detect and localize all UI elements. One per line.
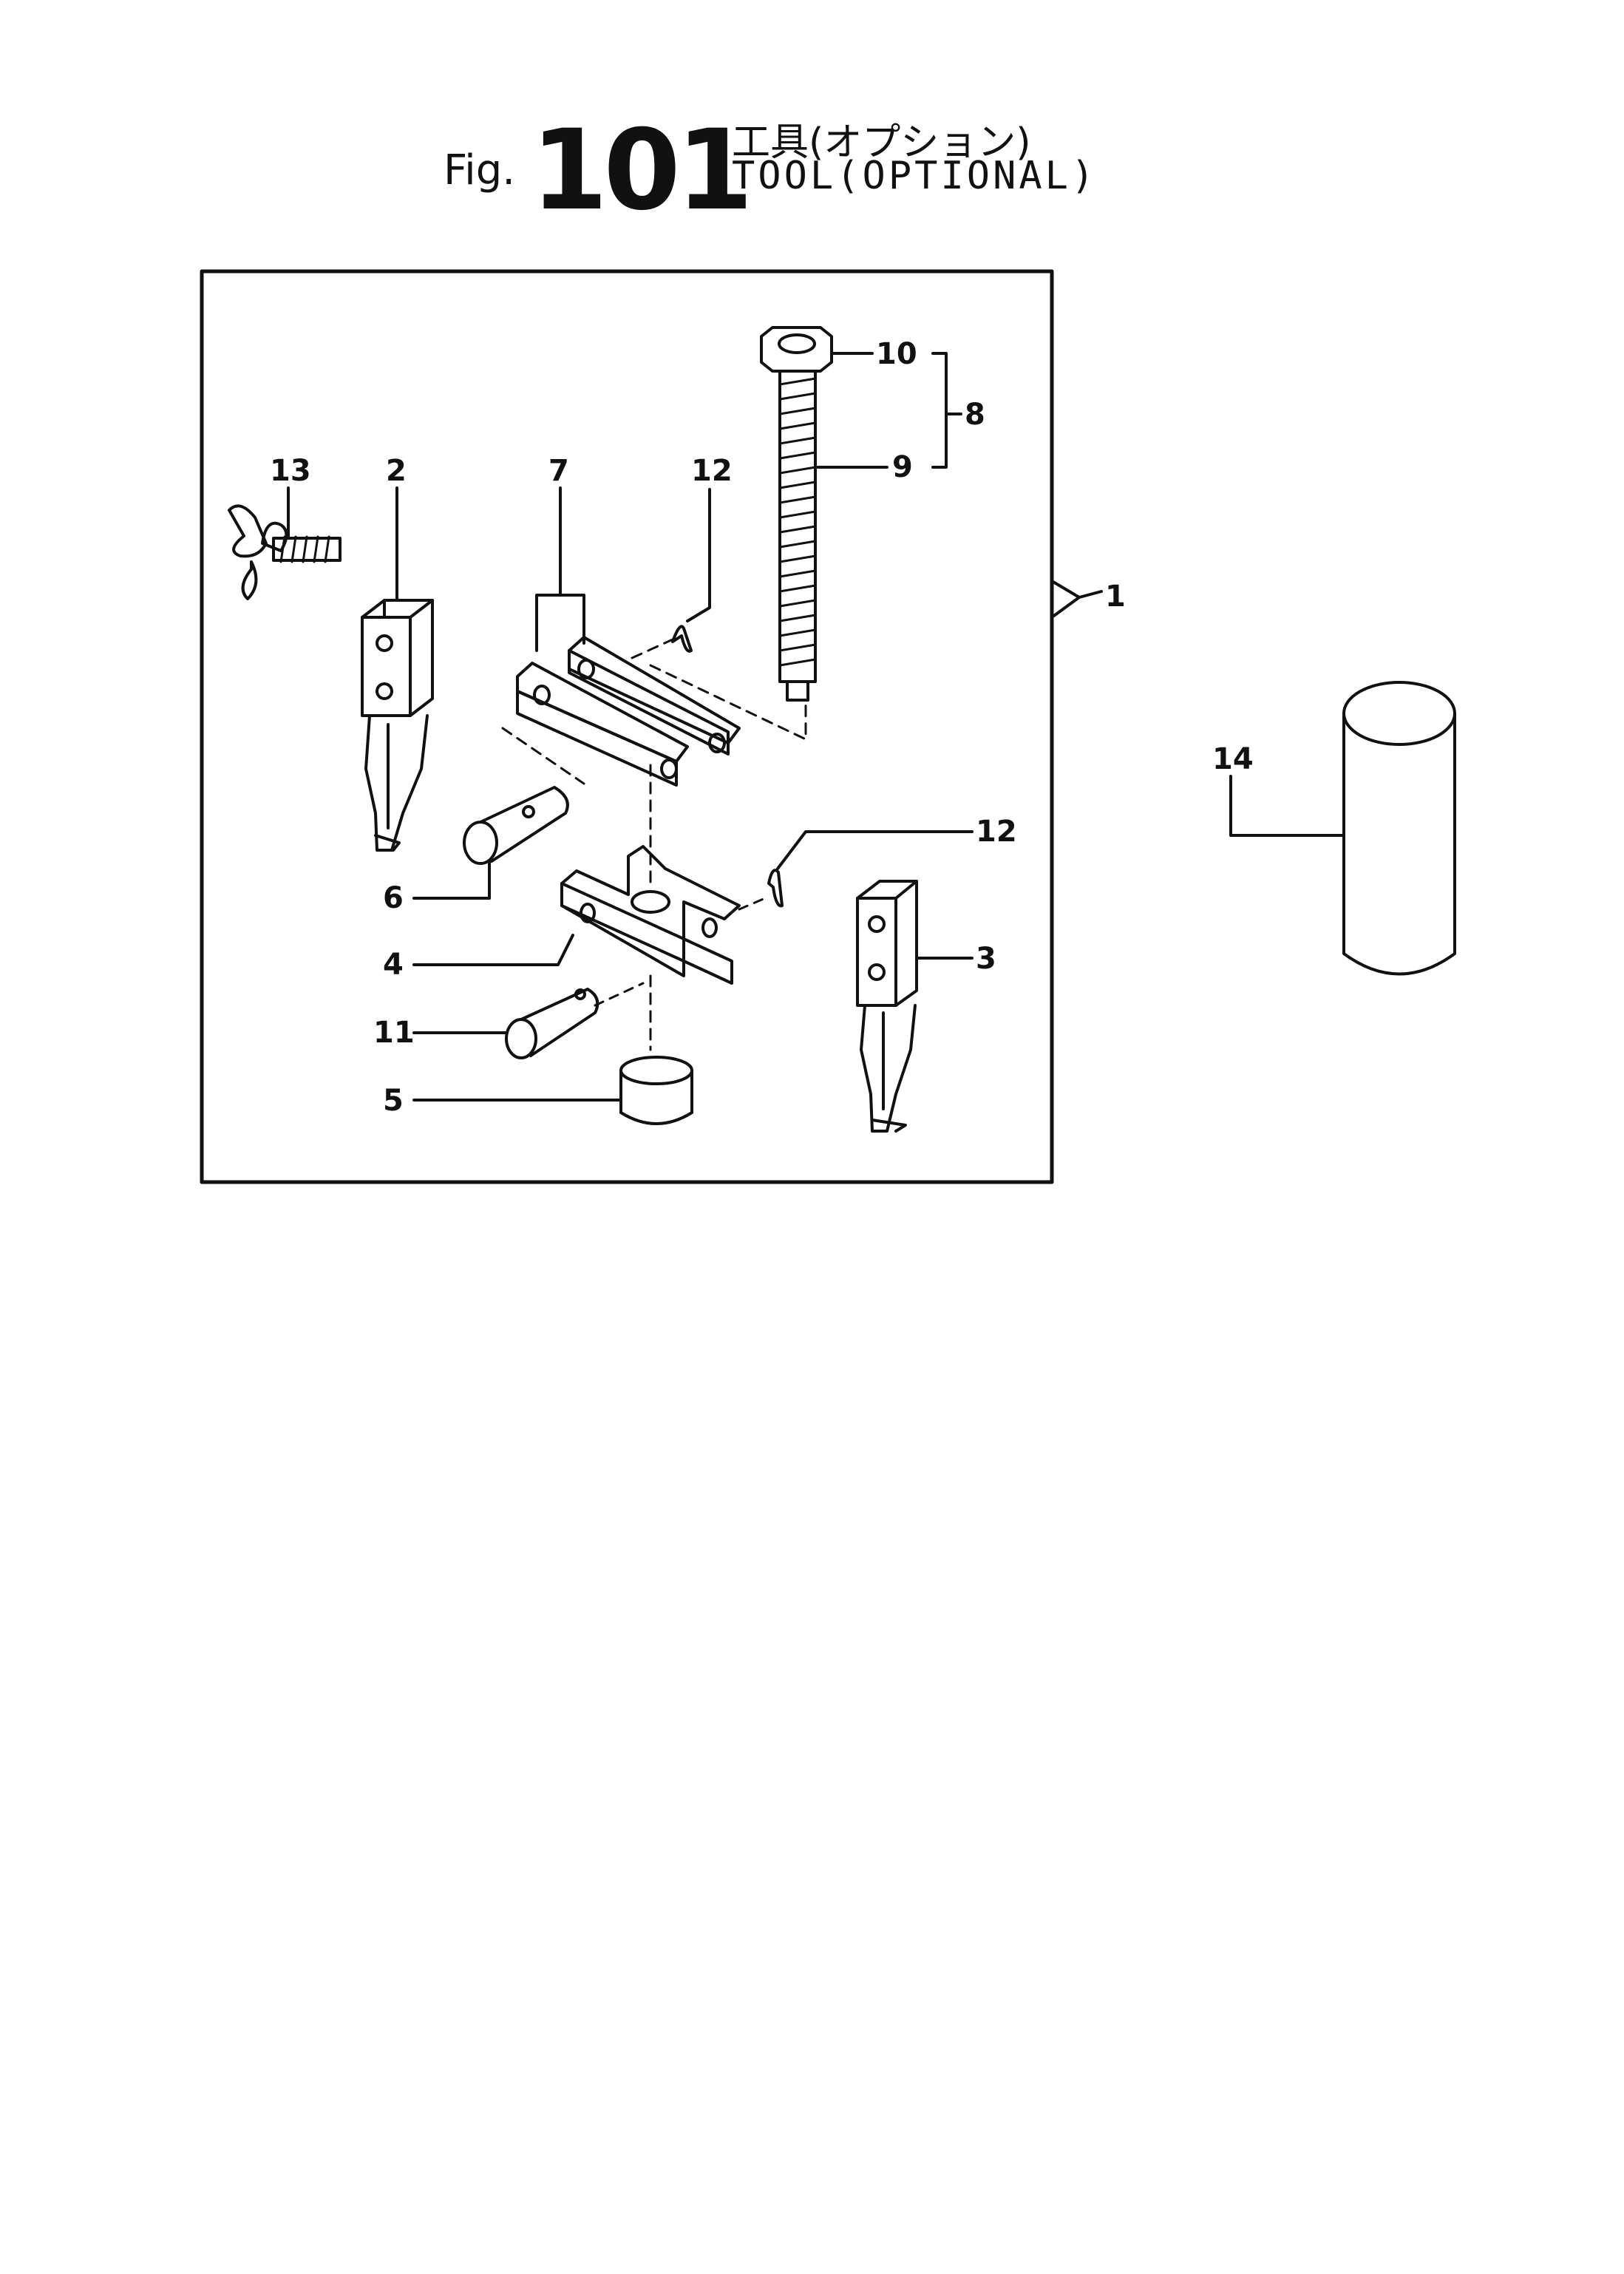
cotter-pin-upper — [671, 625, 693, 653]
cylinder-part — [1342, 681, 1456, 976]
callout-14: 14 — [1212, 742, 1254, 776]
spacer-part — [619, 1056, 693, 1125]
callout-12-upper: 12 — [691, 454, 733, 488]
callout-7: 7 — [548, 454, 569, 488]
figure-prefix: Fig. — [444, 146, 516, 194]
jaw-left-part — [361, 599, 434, 852]
figure-title-japanese: 工具(オプション) — [732, 121, 1031, 165]
wing-screw-part — [228, 504, 342, 600]
figure-title-english: TOOL(OPTIONAL) — [732, 154, 1098, 198]
plate-pair-part — [516, 636, 741, 787]
callout-5: 5 — [383, 1084, 404, 1118]
callout-2: 2 — [386, 454, 407, 488]
callout-3: 3 — [976, 942, 996, 976]
cotter-pin-lower — [767, 869, 784, 908]
callout-1: 1 — [1105, 580, 1126, 614]
jaw-right-part — [856, 880, 918, 1133]
figure-number: 101 — [531, 106, 753, 235]
callout-10: 10 — [876, 337, 917, 371]
callout-11: 11 — [373, 1016, 415, 1050]
callout-6: 6 — [383, 881, 404, 915]
bolt-part — [760, 326, 833, 702]
callout-13: 13 — [270, 454, 311, 488]
callout-4: 4 — [383, 948, 404, 982]
kit-bracket — [1050, 580, 1081, 619]
clevis-pin-upper — [463, 786, 569, 865]
yoke-block-part — [560, 845, 741, 985]
callout-8: 8 — [965, 398, 985, 432]
callout-12-lower: 12 — [976, 815, 1017, 849]
clevis-pin-lower — [505, 988, 599, 1059]
callout-9: 9 — [892, 450, 913, 484]
kit-frame — [200, 269, 1054, 1184]
